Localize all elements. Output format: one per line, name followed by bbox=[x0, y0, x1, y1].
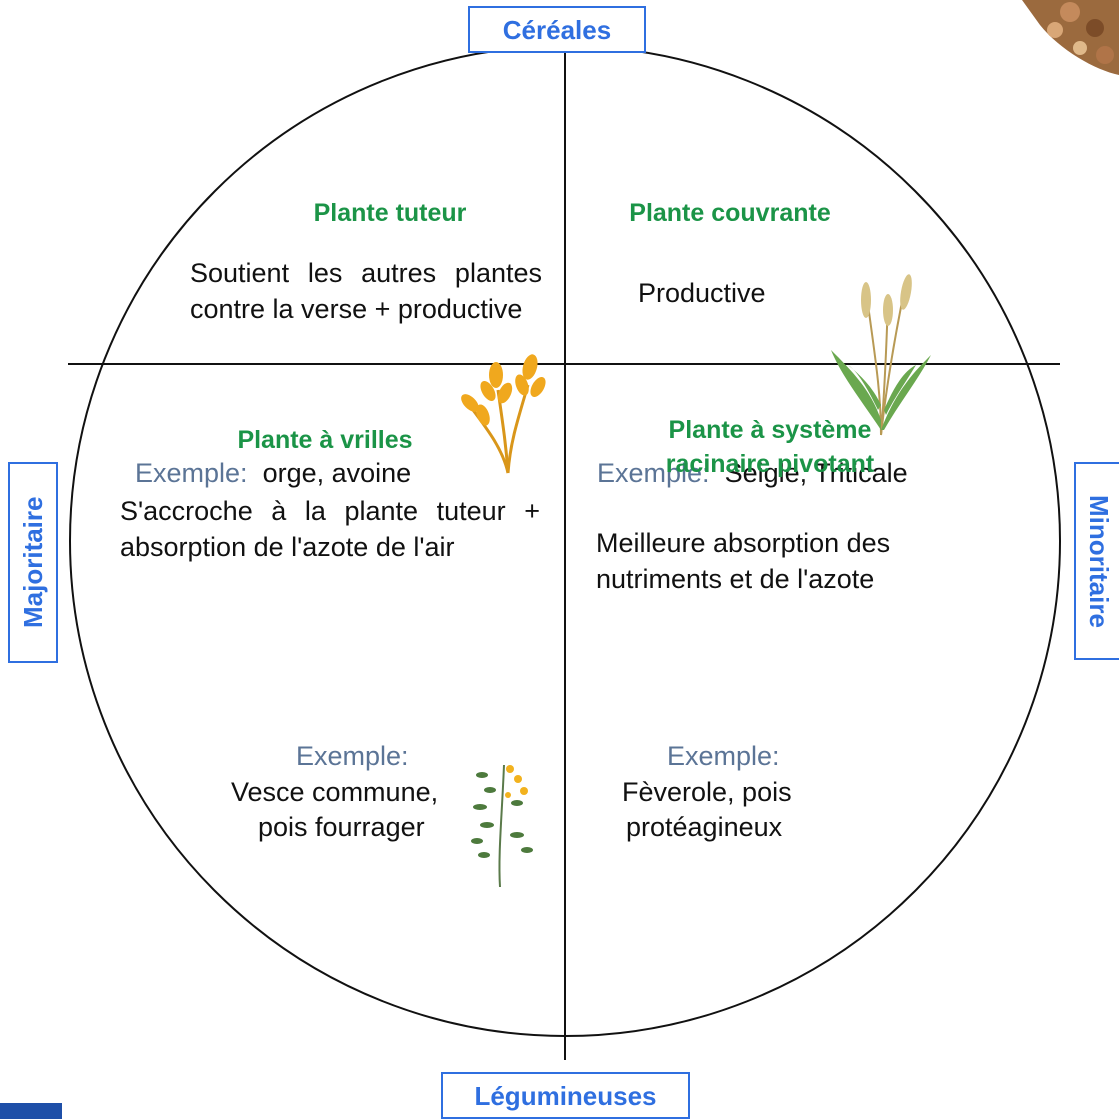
example-value-pivotant-line1: Fèverole, pois bbox=[622, 777, 792, 807]
green-wheat-plant-icon bbox=[831, 274, 931, 436]
quadrant-title-tuteur: Plante tuteur bbox=[313, 199, 467, 227]
axis-label-right: Minoritaire bbox=[1074, 462, 1119, 660]
quadrant-desc-vrilles: S'accroche à la plante tuteur + absorpti… bbox=[120, 496, 540, 562]
golden-wheat-icon bbox=[461, 354, 546, 474]
corner-square bbox=[0, 1103, 62, 1119]
axis-label-bottom: Légumineuses bbox=[441, 1072, 690, 1119]
quadrant-desc-couvrante: Productive bbox=[638, 278, 766, 308]
axis-label-top: Céréales bbox=[468, 6, 646, 53]
quadrant-title-vrilles: Plante à vrilles bbox=[237, 426, 413, 454]
example-tuteur: Exemple: orge, avoine bbox=[135, 456, 411, 492]
seed-photo-fragment bbox=[1022, 0, 1119, 75]
example-label-pivotant: Exemple: bbox=[667, 741, 780, 771]
quadrant-title-pivotant-line1: Plante à système bbox=[668, 416, 872, 444]
quadrant-title-pivotant-line2: racinaire pivotant bbox=[665, 450, 875, 478]
axis-label-left: Majoritaire bbox=[8, 462, 58, 663]
example-value: Seigle, Triticale bbox=[724, 458, 908, 488]
example-value-pivotant-line2: protéagineux bbox=[626, 812, 783, 842]
quadrant-desc-pivotant: Meilleure absorption des nutriments et d… bbox=[596, 528, 891, 594]
quadrant-title-couvrante: Plante couvrante bbox=[629, 199, 831, 227]
example-value: orge, avoine bbox=[262, 458, 412, 488]
example-label-vrilles: Exemple: bbox=[296, 741, 409, 771]
example-couvrante: Exemple: Seigle, Triticale bbox=[597, 456, 908, 492]
example-value-vrilles-line2: pois fourrager bbox=[258, 812, 425, 842]
example-label: Exemple: bbox=[597, 458, 710, 488]
quadrant-desc-tuteur: Soutient les autres plantes contre la ve… bbox=[190, 258, 542, 324]
example-label: Exemple: bbox=[135, 458, 248, 488]
example-value-vrilles-line1: Vesce commune, bbox=[231, 777, 439, 807]
vetch-plant-icon bbox=[471, 764, 533, 888]
